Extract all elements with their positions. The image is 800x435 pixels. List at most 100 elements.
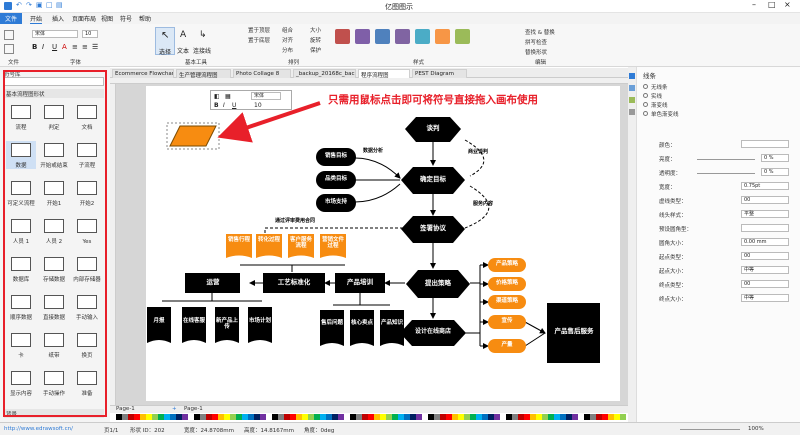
- color-chip[interactable]: [620, 414, 626, 420]
- shadow-panel-icon[interactable]: [629, 97, 635, 103]
- prop-input[interactable]: 00: [741, 196, 789, 204]
- open-icon[interactable]: ▤: [56, 1, 63, 9]
- color-chip[interactable]: [332, 414, 338, 420]
- underline-icon[interactable]: U: [52, 43, 58, 51]
- style-swatch[interactable]: [335, 29, 350, 44]
- color-chip[interactable]: [242, 414, 248, 420]
- shape-item[interactable]: 判定: [39, 103, 69, 131]
- hex-sign[interactable]: [401, 216, 465, 243]
- menu-insert[interactable]: 插入: [52, 16, 65, 23]
- color-chip[interactable]: [344, 414, 350, 420]
- box-training[interactable]: [335, 273, 385, 293]
- shape-item[interactable]: 人员 2: [39, 217, 69, 245]
- orange-box-3[interactable]: [288, 234, 314, 258]
- shape-item[interactable]: 可定义流程: [6, 179, 36, 207]
- color-chip[interactable]: [326, 414, 332, 420]
- color-chip[interactable]: [338, 414, 344, 420]
- color-chip[interactable]: [164, 414, 170, 420]
- color-chip[interactable]: [314, 414, 320, 420]
- color-chip[interactable]: [248, 414, 254, 420]
- hex-negotiate[interactable]: [405, 117, 461, 142]
- color-chip[interactable]: [476, 414, 482, 420]
- close-button[interactable]: ×: [784, 0, 791, 9]
- color-chip[interactable]: [392, 414, 398, 420]
- color-chip[interactable]: [584, 414, 590, 420]
- color-chip[interactable]: [596, 414, 602, 420]
- color-chip[interactable]: [608, 414, 614, 420]
- color-chip[interactable]: [518, 414, 524, 420]
- color-chip[interactable]: [206, 414, 212, 420]
- color-chip[interactable]: [404, 414, 410, 420]
- floating-size[interactable]: 10: [254, 102, 262, 109]
- style-swatch[interactable]: [395, 29, 410, 44]
- orange-box-2[interactable]: [256, 234, 282, 258]
- radio-icon[interactable]: [643, 111, 648, 116]
- color-chip[interactable]: [200, 414, 206, 420]
- shape-item[interactable]: 文档: [72, 103, 102, 131]
- font-color-icon[interactable]: A: [62, 43, 67, 51]
- radio-icon[interactable]: [643, 102, 648, 107]
- undo-icon[interactable]: ↶: [16, 1, 22, 9]
- style-swatch[interactable]: [355, 29, 370, 44]
- menu-view[interactable]: 视图: [101, 16, 114, 23]
- tab-backup[interactable]: _backup_20168c_bac...: [293, 69, 356, 78]
- prop-input[interactable]: 0 %: [761, 168, 789, 176]
- color-chip[interactable]: [512, 414, 518, 420]
- shape-item[interactable]: 纸带: [39, 331, 69, 359]
- color-chip[interactable]: [308, 414, 314, 420]
- color-chip[interactable]: [386, 414, 392, 420]
- strategy-price[interactable]: [488, 277, 526, 291]
- floating-color-icon[interactable]: ◧: [214, 93, 220, 100]
- floating-italic-icon[interactable]: I: [223, 102, 225, 109]
- color-chip[interactable]: [170, 414, 176, 420]
- color-chip[interactable]: [128, 414, 134, 420]
- color-chip[interactable]: [506, 414, 512, 420]
- color-chip[interactable]: [380, 414, 386, 420]
- radio-icon[interactable]: [643, 93, 648, 98]
- distribute-button[interactable]: 分布: [282, 48, 294, 54]
- style-swatch[interactable]: [415, 29, 430, 44]
- prop-input[interactable]: 中等: [741, 266, 789, 274]
- color-chip[interactable]: [122, 414, 128, 420]
- shape-item[interactable]: 卡: [6, 331, 36, 359]
- color-chip[interactable]: [494, 414, 500, 420]
- color-chip[interactable]: [554, 414, 560, 420]
- ops-doc-2[interactable]: [182, 307, 206, 343]
- shape-item[interactable]: 开始2: [72, 179, 102, 207]
- shape-item[interactable]: 开始1: [39, 179, 69, 207]
- shape-item[interactable]: Yes: [72, 217, 102, 245]
- align-button[interactable]: 对齐: [282, 38, 294, 44]
- replace-shape-button[interactable]: 替换形状: [525, 50, 548, 56]
- floating-font-select[interactable]: 宋体: [251, 92, 281, 100]
- color-chip[interactable]: [602, 414, 608, 420]
- strategy-promo[interactable]: [488, 315, 526, 329]
- color-chip[interactable]: [110, 414, 116, 420]
- new-icon[interactable]: □: [46, 1, 53, 9]
- training-doc-3[interactable]: [380, 310, 404, 346]
- color-chip[interactable]: [230, 414, 236, 420]
- color-chip[interactable]: [290, 414, 296, 420]
- color-chip[interactable]: [572, 414, 578, 420]
- color-chip[interactable]: [416, 414, 422, 420]
- color-chip[interactable]: [482, 414, 488, 420]
- shape-item[interactable]: 数据库: [6, 255, 36, 283]
- shape-item[interactable]: 手动输入: [72, 293, 102, 321]
- color-chip[interactable]: [350, 414, 356, 420]
- prop-input[interactable]: 0.00 mm: [741, 238, 789, 246]
- line-panel-icon[interactable]: [629, 85, 635, 91]
- copy-icon[interactable]: [4, 44, 14, 54]
- color-chip[interactable]: [224, 414, 230, 420]
- color-chip[interactable]: [140, 414, 146, 420]
- box-standard[interactable]: [263, 273, 325, 293]
- color-chip[interactable]: [440, 414, 446, 420]
- shape-item[interactable]: 准备: [72, 369, 102, 397]
- floating-bold-icon[interactable]: B: [214, 102, 219, 109]
- color-chip[interactable]: [524, 414, 530, 420]
- library-category-header[interactable]: 基本流程图形状: [4, 89, 104, 98]
- color-chip[interactable]: [320, 414, 326, 420]
- color-chip[interactable]: [356, 414, 362, 420]
- prop-input[interactable]: 0 %: [761, 154, 789, 162]
- spell-check-button[interactable]: 拼写检查: [525, 40, 548, 46]
- bold-icon[interactable]: B: [32, 43, 38, 51]
- page-tab[interactable]: Page-1: [116, 406, 135, 412]
